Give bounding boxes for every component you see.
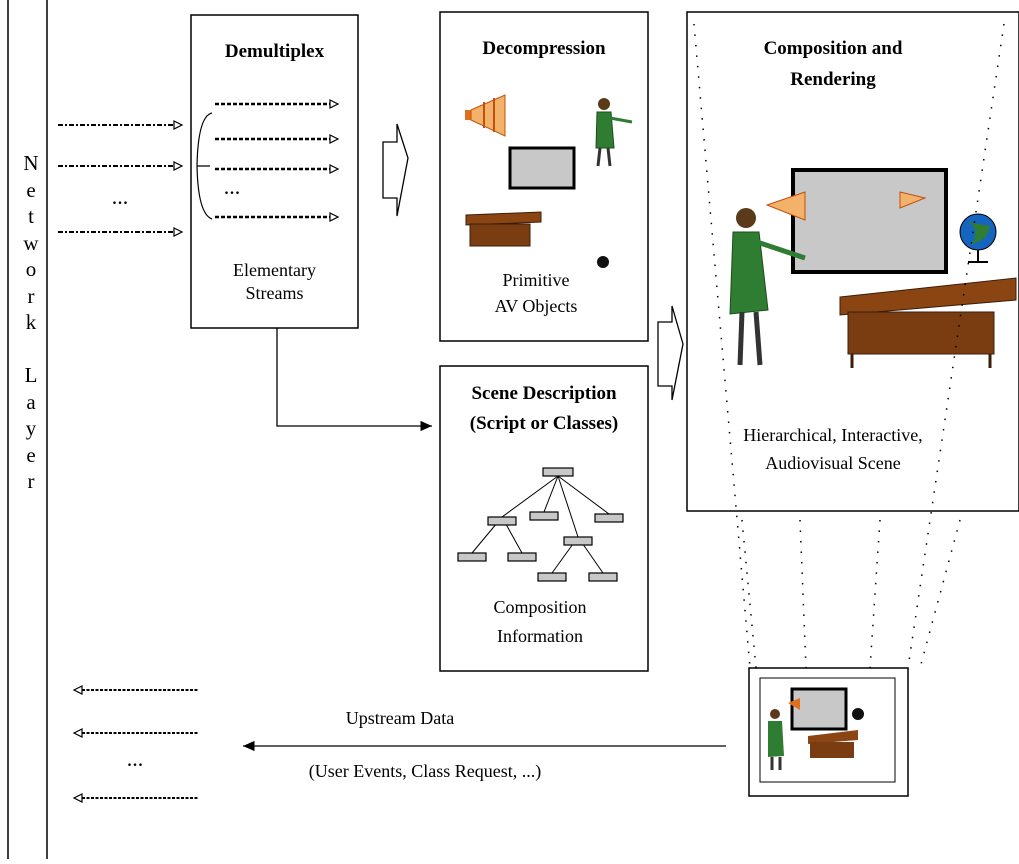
outgoing-dots: ...: [126, 746, 144, 771]
composition-info-caption-2: Information: [497, 626, 583, 646]
outgoing-streams: [82, 689, 198, 799]
speaker-icon-large: [765, 191, 927, 221]
demultiplex-dots: ...: [223, 174, 241, 199]
decompression-caption-2: AV Objects: [494, 296, 578, 316]
block-arrow-demux-to-decomp: [382, 123, 409, 217]
terminal-scene-icon: [768, 687, 864, 770]
incoming-streams: [58, 124, 174, 233]
speaker-icon: [465, 94, 506, 137]
projection-lines: [693, 23, 1005, 669]
scene-tree-nodes: [457, 467, 624, 582]
composition-info-caption-1: Composition: [493, 597, 587, 617]
composition-title-2: Rendering: [790, 69, 876, 90]
scene-caption-1: Hierarchical, Interactive,: [743, 425, 923, 445]
globe-large-icon: [959, 213, 997, 263]
scene-description-title-2: (Script or Classes): [469, 413, 619, 434]
whiteboard-icon: [791, 168, 948, 274]
scene-description-title-1: Scene Description: [471, 383, 617, 404]
incoming-arrowheads: [173, 120, 184, 237]
screen-small-icon: [508, 146, 576, 190]
network-layer-box: [7, 0, 48, 864]
decompression-caption-1: Primitive: [502, 270, 570, 290]
presenter-small-icon: [595, 98, 633, 167]
demultiplex-title: Demultiplex: [224, 41, 325, 62]
globe-small-icon: [597, 256, 609, 268]
scene-tree-icon: [471, 475, 610, 574]
incoming-dots: ...: [111, 184, 129, 209]
elementary-caption-1: Elementary: [233, 260, 316, 280]
composition-title-1: Composition and: [763, 38, 903, 59]
demux-bracket: [196, 112, 213, 220]
scene-caption-2: Audiovisual Scene: [765, 453, 901, 473]
presenter-large-icon: [729, 208, 806, 366]
desk-small-icon: [465, 211, 542, 247]
elementary-stream-arrowheads: [329, 99, 340, 222]
outgoing-arrowheads: [72, 685, 83, 803]
elementary-stream-arrows: [215, 102, 330, 219]
desk-large-icon: [839, 277, 1017, 368]
demux-to-scene-connector: [276, 328, 432, 432]
block-arrow-to-composition: [657, 305, 684, 401]
elementary-caption-2: Streams: [245, 283, 304, 303]
decompression-title: Decompression: [482, 38, 606, 59]
upstream-label: Upstream Data: [345, 708, 455, 728]
upstream-detail: (User Events, Class Request, ...): [308, 761, 542, 781]
